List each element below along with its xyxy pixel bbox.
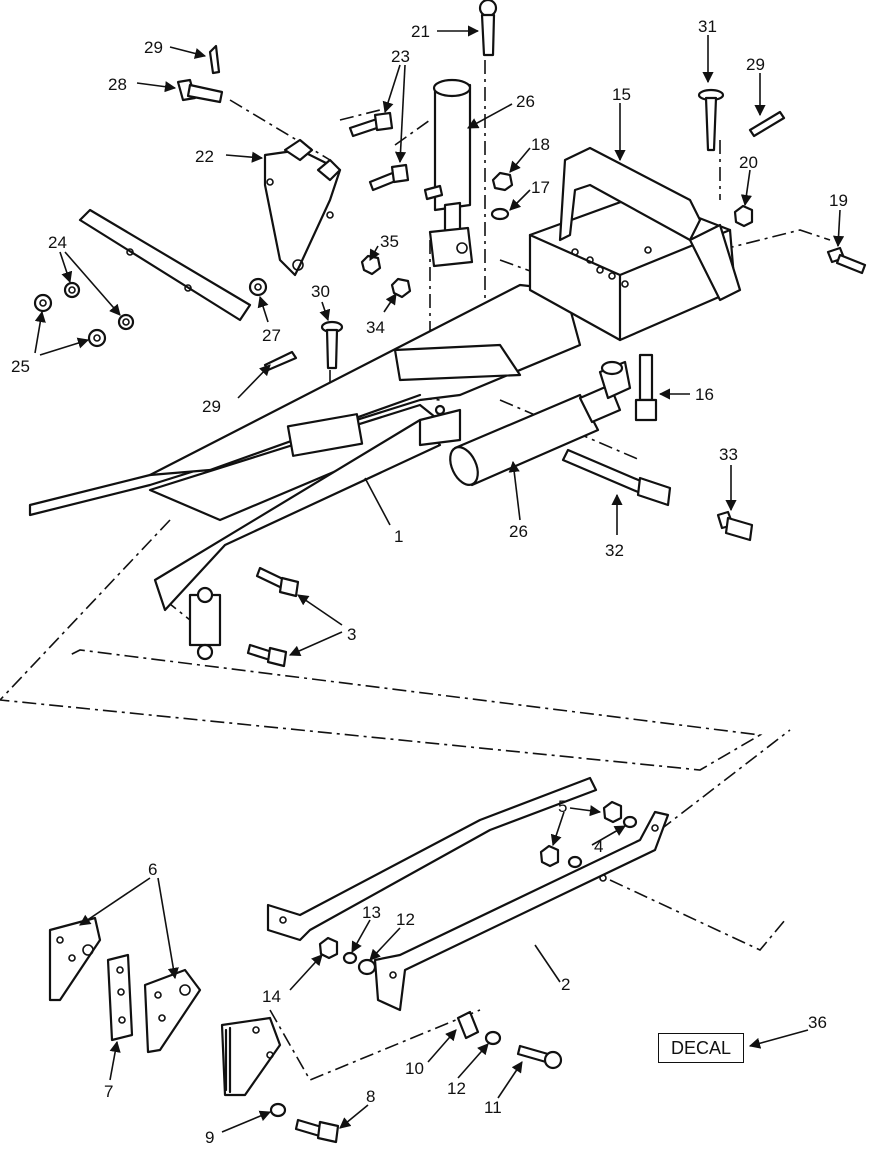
callout-12-lower: 12 xyxy=(447,1079,466,1098)
callout-23: 23 xyxy=(391,47,410,66)
callout-17: 17 xyxy=(531,178,550,197)
callout-26-top: 26 xyxy=(516,92,535,111)
callout-7: 7 xyxy=(104,1082,113,1101)
callout-26-bottom: 26 xyxy=(509,522,528,541)
decal-label: DECAL xyxy=(670,1037,732,1058)
seat-box-15 xyxy=(528,146,742,342)
nuts-34-35 xyxy=(360,254,412,299)
callout-16: 16 xyxy=(695,385,714,404)
callout-30: 30 xyxy=(311,282,330,301)
bolts-3 xyxy=(246,566,300,668)
callout-29-top: 29 xyxy=(144,38,163,57)
cross-bar xyxy=(78,208,252,322)
main-frame xyxy=(28,283,582,612)
decal-label-box: DECAL xyxy=(658,1033,744,1063)
lower-frame xyxy=(266,776,670,1012)
bracket-plate-22 xyxy=(263,138,342,277)
callout-24: 24 xyxy=(48,233,67,252)
callout-31: 31 xyxy=(698,17,717,36)
callout-12-upper: 12 xyxy=(396,910,415,929)
callout-5: 5 xyxy=(558,797,567,816)
callout-3: 3 xyxy=(347,625,356,644)
lower-nuts-washers xyxy=(318,800,638,976)
callout-15: 15 xyxy=(612,85,631,104)
callout-20: 20 xyxy=(739,153,758,172)
eye-bolt-21 xyxy=(478,0,498,57)
callout-29-right: 29 xyxy=(746,55,765,74)
assembly-dashed-lines xyxy=(0,60,831,1082)
callout-29-left: 29 xyxy=(202,397,221,416)
callout-27: 27 xyxy=(262,326,281,345)
callout-18: 18 xyxy=(531,135,550,154)
hitch-bracket xyxy=(188,586,222,661)
callout-14: 14 xyxy=(262,987,281,1006)
bolt-16 xyxy=(634,353,658,422)
callout-25: 25 xyxy=(11,357,30,376)
leader-lines xyxy=(34,25,845,1133)
nut-20-bolt-19 xyxy=(733,204,867,275)
plates-6-7 xyxy=(48,916,202,1054)
callout-9: 9 xyxy=(205,1128,214,1147)
callout-labels: 29 28 23 22 21 26 18 17 15 31 29 20 19 3… xyxy=(11,17,848,1147)
nut-18-washer-17 xyxy=(490,171,514,221)
callout-11: 11 xyxy=(484,1098,502,1117)
callout-34: 34 xyxy=(366,318,385,337)
vertical-cylinder xyxy=(423,78,474,268)
spacer-washer-bolt xyxy=(456,1010,563,1070)
callout-33: 33 xyxy=(719,445,738,464)
pin-31 xyxy=(697,88,725,152)
callout-21: 21 xyxy=(411,22,430,41)
callout-13: 13 xyxy=(362,903,381,922)
callout-28: 28 xyxy=(108,75,127,94)
bolts-23-28 xyxy=(176,78,410,192)
horizontal-cylinder xyxy=(449,360,632,487)
callout-6: 6 xyxy=(148,860,157,879)
callout-22: 22 xyxy=(195,147,214,166)
callout-36: 36 xyxy=(808,1013,827,1032)
callout-2: 2 xyxy=(561,975,570,994)
callout-32: 32 xyxy=(605,541,624,560)
callout-4: 4 xyxy=(594,837,603,856)
plate-stack xyxy=(220,1016,340,1144)
callout-19: 19 xyxy=(829,191,848,210)
shaft-32 xyxy=(561,448,754,542)
callout-1: 1 xyxy=(394,527,403,546)
pin-30 xyxy=(320,320,344,370)
callout-35: 35 xyxy=(380,232,399,251)
callout-8: 8 xyxy=(366,1087,375,1106)
callout-10: 10 xyxy=(405,1059,424,1078)
